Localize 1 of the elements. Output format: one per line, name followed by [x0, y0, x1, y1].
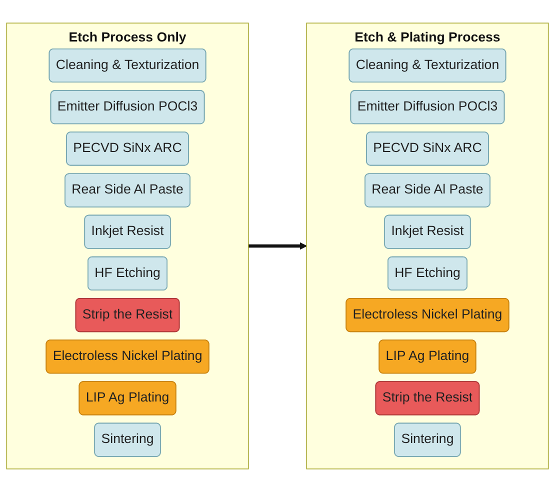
arrow — [248, 242, 307, 250]
